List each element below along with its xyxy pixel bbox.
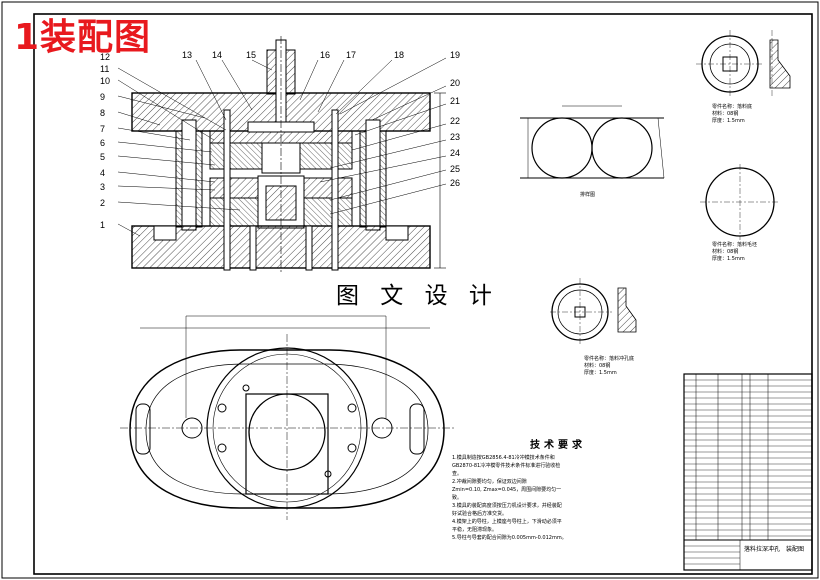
callout-6: 6 — [100, 138, 106, 148]
tech-requirements-title: 技术要求 — [530, 440, 586, 451]
tech-line: 4.模架上的导柱，上模座与导柱上，下滑动必须平 — [452, 519, 562, 525]
tech-line: 5.导柱与导套的配合间隙为0.005mm-0.012mm。 — [452, 535, 567, 541]
tech-line: Zmin=0.10, Zmax=0.045，周围间隙要均匀一 — [452, 487, 562, 493]
callout-4: 4 — [100, 168, 106, 178]
part-note-line: 厚度：1.5mm — [712, 256, 745, 262]
plan-view — [120, 315, 454, 520]
callout-18: 18 — [394, 50, 405, 60]
callout-5: 5 — [100, 152, 106, 162]
drawing-title: 1装配图 — [14, 17, 152, 58]
tech-requirements: 技术要求 1.模具制造按GB2856.4-81冷冲模技术条件和 GB2870-81… — [452, 436, 664, 542]
part-note-line: 零件名称：落料冲孔底 — [584, 356, 635, 362]
callout-12: 12 — [100, 52, 111, 62]
part-note-1: 零件名称：落料底材料：08钢厚度：1.5mm — [712, 104, 752, 125]
callout-13: 13 — [182, 50, 193, 60]
callout-19: 19 — [450, 50, 461, 60]
callout-9: 9 — [100, 92, 106, 102]
part-note-2: 排样图 — [580, 192, 595, 199]
callout-24: 24 — [450, 148, 461, 158]
callout-20: 20 — [450, 78, 461, 88]
part-note-4: 零件名称：落料冲孔底材料：08钢厚度：1.5mm — [584, 356, 634, 377]
callout-7: 7 — [100, 124, 106, 134]
part-note-line: 厚度：1.5mm — [584, 370, 617, 376]
callout-22: 22 — [450, 116, 461, 126]
part-note-line: 材料：08钢 — [712, 111, 739, 117]
callout-1: 1 — [100, 220, 106, 230]
callout-3: 3 — [100, 182, 106, 192]
part-note-line: 材料：08钢 — [712, 249, 739, 255]
callout-26: 26 — [450, 178, 461, 188]
parts-list-rows — [684, 379, 812, 565]
inner-frame — [33, 13, 813, 575]
title-block-sheet: 装配图 — [786, 546, 805, 553]
tech-line: 查。 — [452, 471, 463, 477]
tech-requirements-lines: 1.模具制造按GB2856.4-81冷冲模技术条件和 GB2870-81冷冲模零件… — [452, 454, 664, 542]
tech-line: 好试验合格后方准交货。 — [452, 511, 508, 517]
part-note-line: 材料：08钢 — [584, 363, 611, 369]
part-drawing-blank — [700, 164, 780, 240]
callout-2: 2 — [100, 198, 106, 208]
part-note-line: 厚度：1.5mm — [712, 118, 745, 124]
parts-list-table — [683, 373, 813, 571]
part-drawing-top — [696, 30, 791, 98]
callout-17: 17 — [346, 50, 357, 60]
callout-16: 16 — [320, 50, 331, 60]
callout-8: 8 — [100, 108, 106, 118]
strip-layout — [520, 105, 665, 179]
part-note-line: 零件名称：落料底 — [712, 104, 753, 110]
tech-line: 2.冲裁间隙要均匀，保证双边间隙 — [452, 479, 527, 485]
part-drawing-pierced — [550, 278, 637, 346]
assembly-section-view — [117, 36, 447, 272]
callout-23: 23 — [450, 132, 461, 142]
tech-line: 3.模具的装配高度须按压力机设计要求，并经装配 — [452, 503, 562, 509]
tech-line: 1.模具制造按GB2856.4-81冷冲模技术条件和 — [452, 455, 555, 461]
part-note-3: 零件名称：落料毛坯材料：08钢厚度：1.5mm — [712, 242, 757, 263]
callout-21: 21 — [450, 96, 461, 106]
part-note-line: 零件名称：落料毛坯 — [712, 242, 758, 248]
tech-line: 致。 — [452, 495, 463, 501]
callout-14: 14 — [212, 50, 223, 60]
callout-15: 15 — [246, 50, 257, 60]
drawing-caption: 图 文 设 计 — [336, 283, 499, 309]
tech-line: GB2870-81冷冲模零件技术条件标准进行验收检 — [452, 463, 561, 469]
title-block-name: 落料拉深冲孔 — [744, 546, 781, 553]
callout-11: 11 — [100, 64, 110, 74]
part-note-line: 排样图 — [580, 192, 596, 198]
tech-line: 平稳，无阻滞现象。 — [452, 527, 498, 533]
callout-10: 10 — [100, 76, 111, 86]
callout-25: 25 — [450, 164, 461, 174]
